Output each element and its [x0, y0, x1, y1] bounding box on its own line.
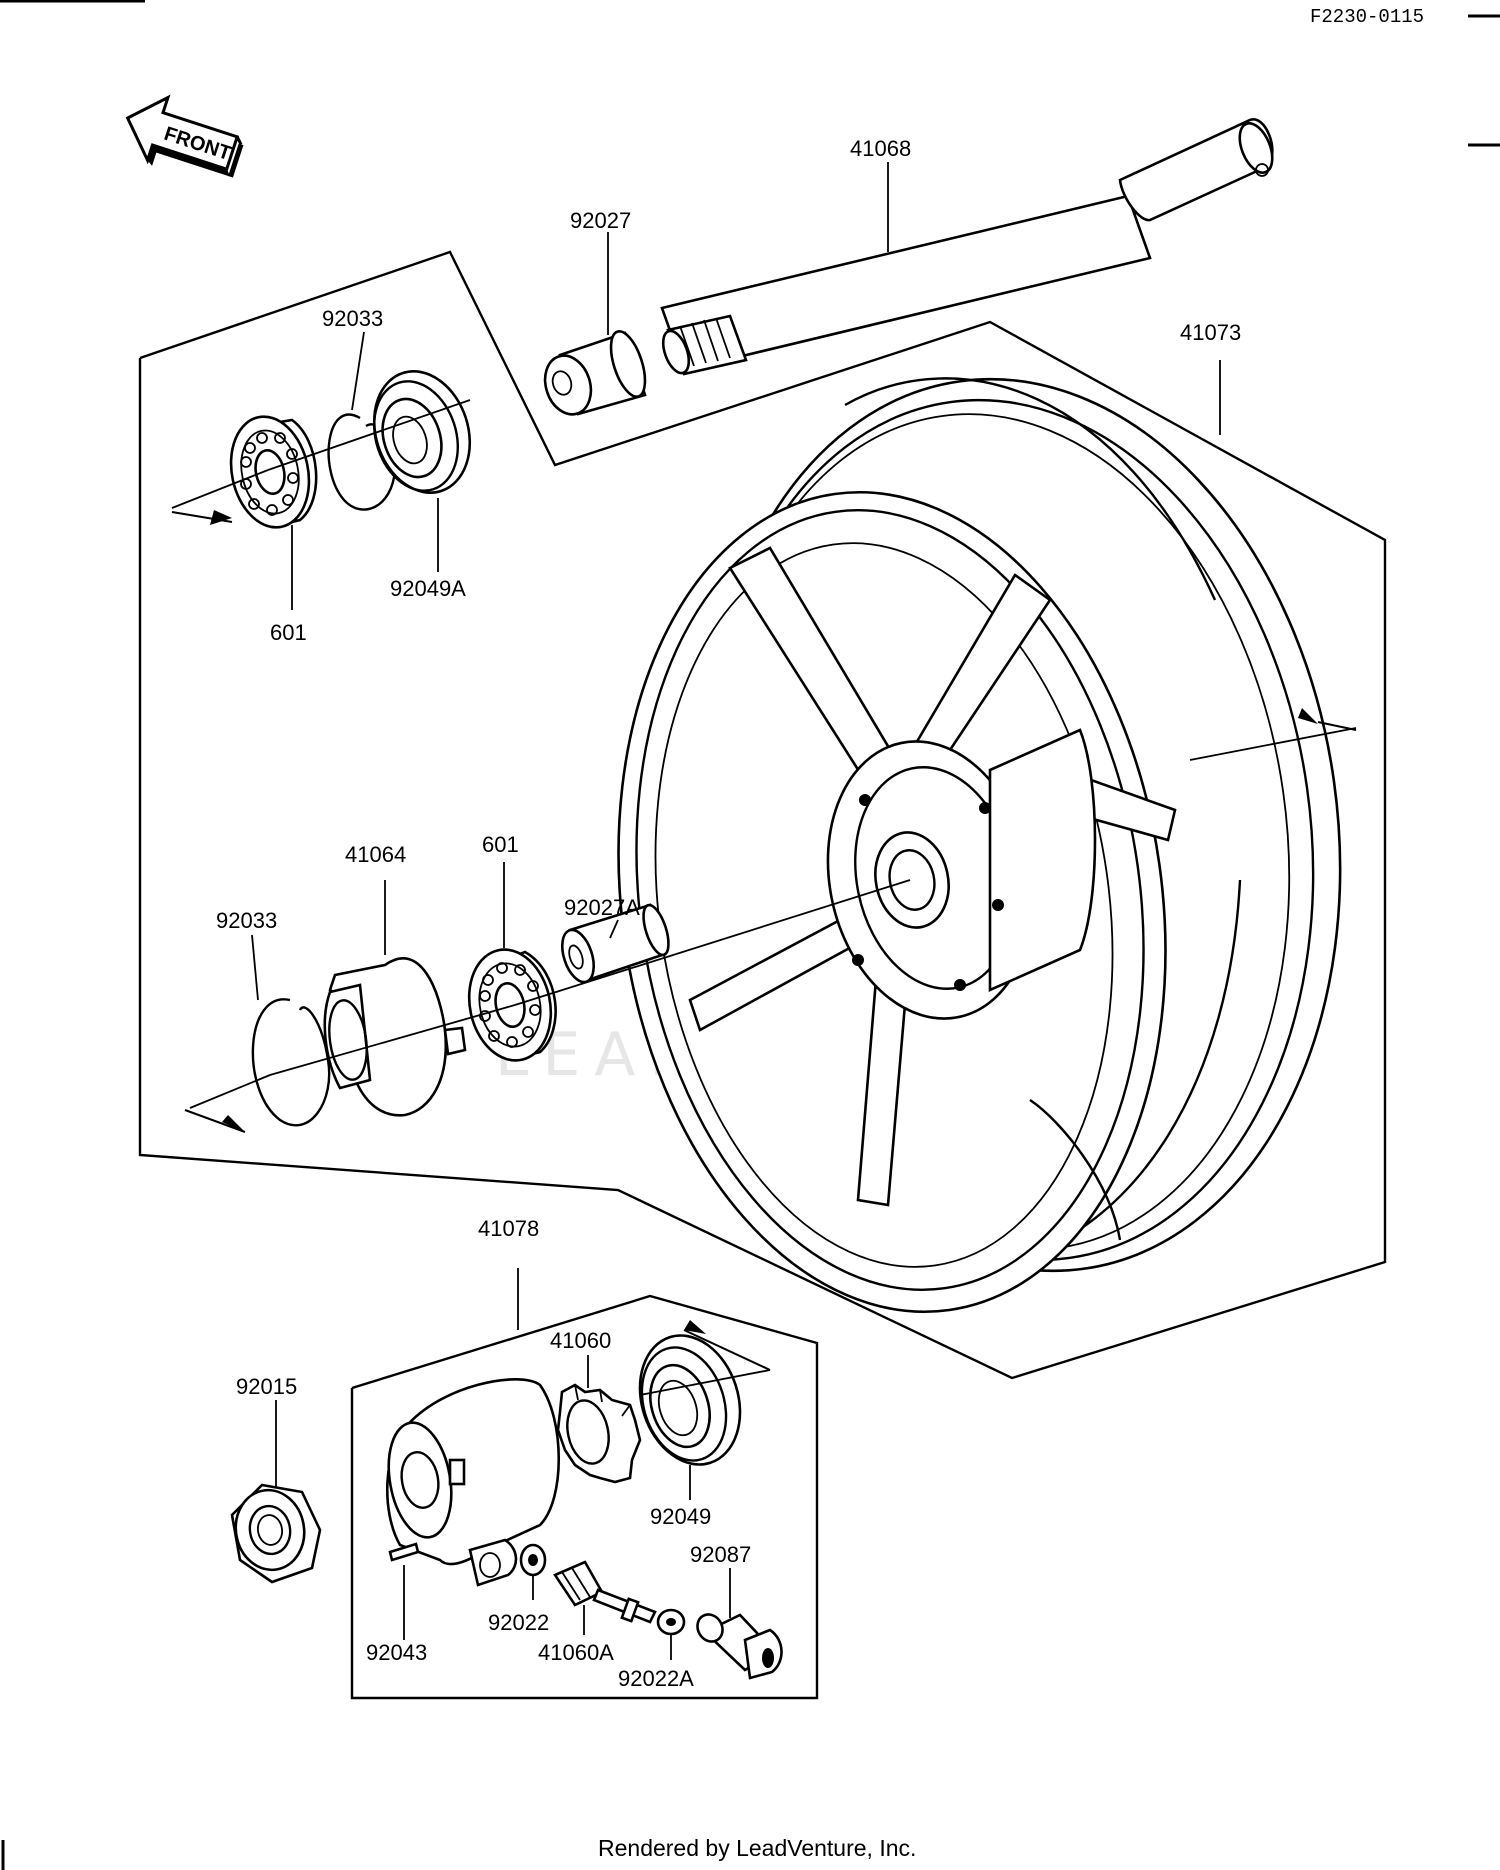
- bearing-601-top: [229, 415, 318, 529]
- label-92087: 92087: [690, 1542, 751, 1567]
- spacer-92027A: [560, 903, 670, 984]
- label-41068: 41068: [850, 136, 911, 161]
- label-601-top: 601: [270, 620, 307, 645]
- label-92022: 92022: [488, 1610, 549, 1635]
- pin-92043: [388, 1542, 420, 1562]
- part-labels: 41068 92027 92033 41073 601 92049A 41064…: [216, 136, 1241, 1691]
- label-41073: 41073: [1180, 320, 1241, 345]
- label-92015: 92015: [236, 1374, 297, 1399]
- label-92022A: 92022A: [618, 1666, 694, 1691]
- pinion-41060A: [553, 1560, 657, 1624]
- washer-92022: [519, 1543, 547, 1577]
- reference-code: F2230-0115: [1310, 6, 1424, 28]
- bearing-601-mid: [467, 948, 557, 1062]
- collar-92027: [543, 330, 647, 416]
- gear-41060: [556, 1383, 642, 1484]
- wheel-41073: [617, 377, 1342, 1314]
- label-92027A: 92027A: [564, 895, 640, 920]
- axis-lines: [171, 399, 1357, 1396]
- bushing-92087: [696, 1613, 783, 1680]
- label-92033-mid: 92033: [216, 908, 277, 933]
- gear-housing-41078: [385, 1378, 560, 1587]
- label-92027: 92027: [570, 208, 631, 233]
- label-41078: 41078: [478, 1216, 539, 1241]
- label-41064: 41064: [345, 842, 406, 867]
- footer-credit: Rendered by LeadVenture, Inc.: [598, 1835, 916, 1861]
- label-92049: 92049: [650, 1504, 711, 1529]
- retainer-41064: [323, 957, 467, 1117]
- axle-41068: [660, 118, 1274, 376]
- direction-arrows: [171, 510, 1357, 1371]
- label-601-mid: 601: [482, 832, 519, 857]
- speedometer-assembly-box: [350, 1294, 819, 1700]
- assembly-outline: [138, 250, 1387, 1380]
- leader-lines: [251, 162, 1221, 1660]
- circlip-92033-mid: [251, 998, 331, 1127]
- oil-seal-92049A: [372, 370, 472, 494]
- label-41060A: 41060A: [538, 1640, 614, 1665]
- front-arrow-icon: FRONT: [125, 94, 244, 178]
- label-92033-top: 92033: [322, 306, 383, 331]
- label-41060: 41060: [550, 1328, 611, 1353]
- washer-92022A: [656, 1608, 686, 1636]
- label-92049A: 92049A: [390, 576, 466, 601]
- label-92043: 92043: [366, 1640, 427, 1665]
- axle-nut-92015: [230, 1483, 322, 1584]
- oil-seal-92049: [638, 1334, 742, 1466]
